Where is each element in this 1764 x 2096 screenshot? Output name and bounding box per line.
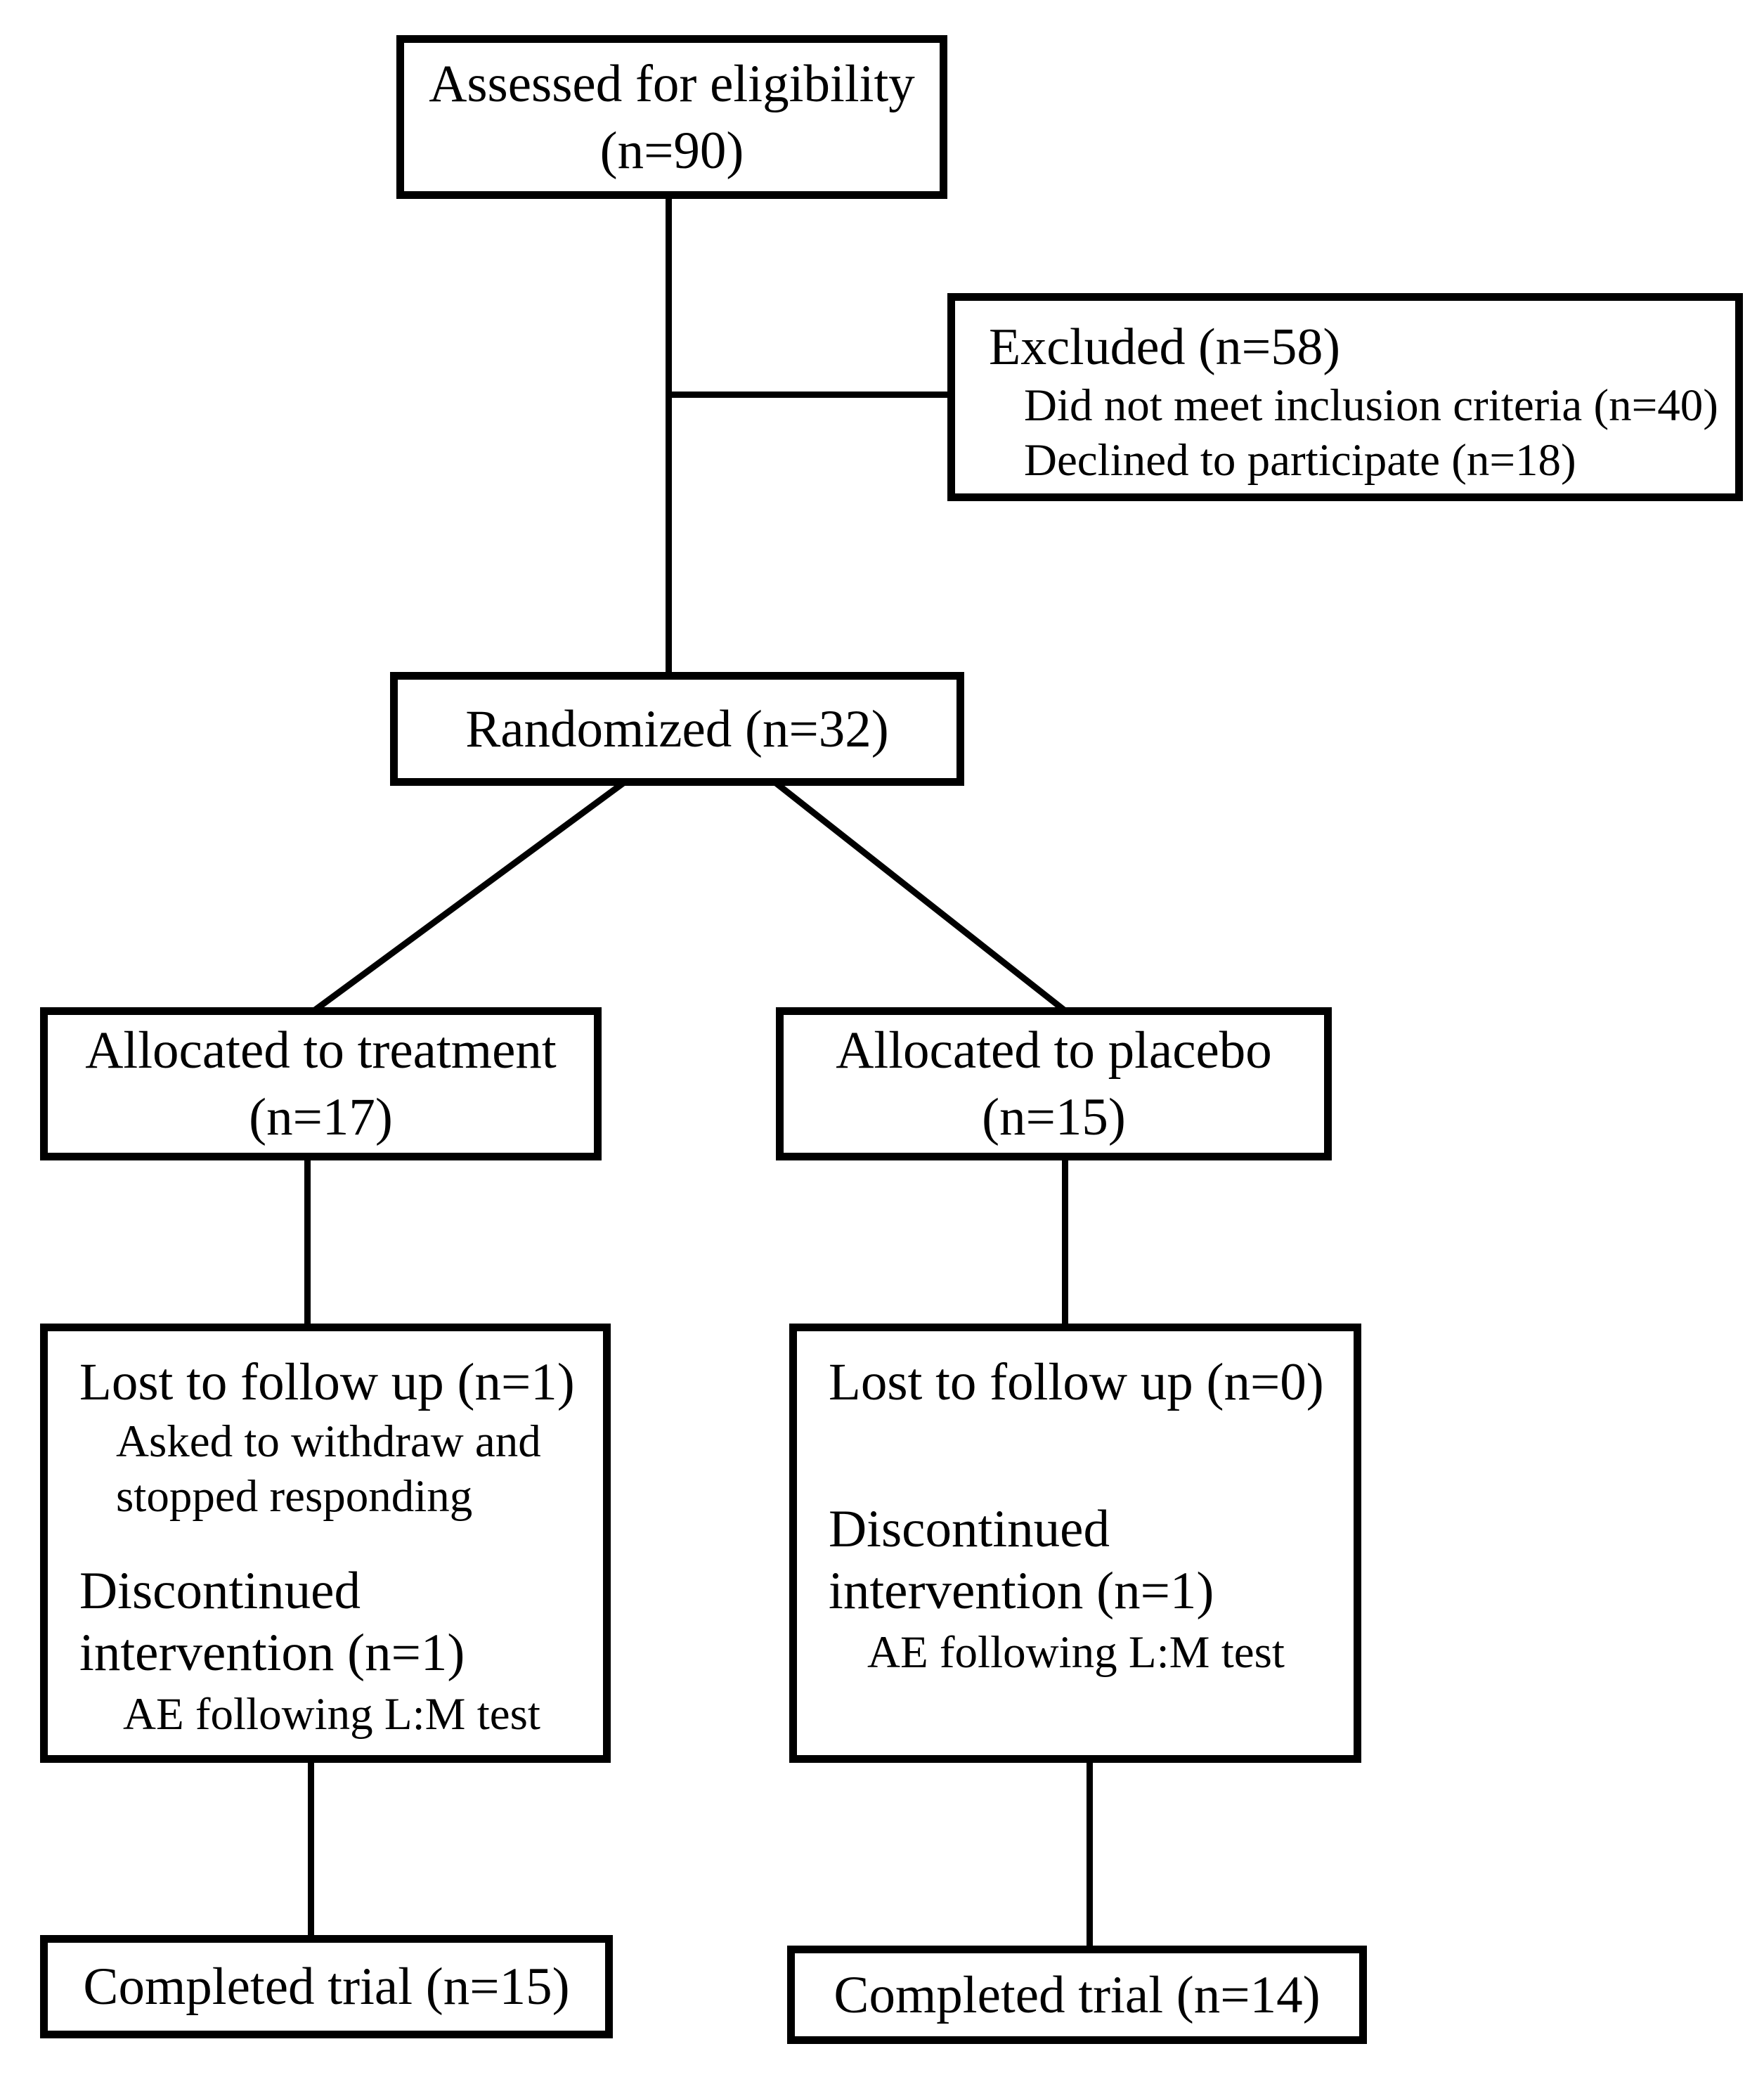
assessed-count: (n=90) bbox=[599, 121, 744, 180]
box-randomized: Randomized (n=32) bbox=[390, 672, 964, 786]
excluded-reason-1: Did not meet inclusion criteria (n=40) bbox=[1024, 380, 1718, 431]
assessed-title: Assessed for eligibility bbox=[429, 54, 915, 113]
connector-placebo-followup-to-completed bbox=[1087, 1757, 1093, 1951]
box-followup-treatment: Lost to follow up (n=1) Asked to withdra… bbox=[40, 1324, 611, 1763]
followup-treatment-lost-reason-1: Asked to withdraw and bbox=[116, 1416, 541, 1467]
connector-treatment-to-followup bbox=[304, 1156, 311, 1328]
allocated-placebo-count: (n=15) bbox=[982, 1088, 1126, 1146]
followup-treatment-disc-line2: intervention (n=1) bbox=[79, 1624, 465, 1682]
box-completed-placebo: Completed trial (n=14) bbox=[787, 1946, 1367, 2044]
diagonal-randomized-to-placebo bbox=[774, 780, 1069, 1015]
diagonal-randomized-to-treatment bbox=[310, 780, 625, 1015]
followup-placebo-disc-line1: Discontinued bbox=[829, 1500, 1110, 1558]
followup-treatment-disc-line1: Discontinued bbox=[79, 1562, 361, 1620]
box-followup-placebo: Lost to follow up (n=0) Discontinued int… bbox=[789, 1324, 1361, 1763]
connector-treatment-followup-to-completed bbox=[308, 1757, 314, 1940]
followup-placebo-lost-title: Lost to follow up (n=0) bbox=[829, 1353, 1324, 1411]
box-completed-treatment: Completed trial (n=15) bbox=[40, 1935, 613, 2038]
followup-treatment-lost-title: Lost to follow up (n=1) bbox=[79, 1353, 575, 1411]
box-excluded: Excluded (n=58) Did not meet inclusion c… bbox=[947, 293, 1743, 501]
randomized-title: Randomized (n=32) bbox=[465, 699, 889, 758]
allocated-placebo-title: Allocated to placebo bbox=[836, 1021, 1272, 1080]
connector-assessed-to-randomized bbox=[666, 197, 672, 675]
followup-placebo-disc-reason: AE following L:M test bbox=[867, 1627, 1285, 1678]
completed-treatment-label: Completed trial (n=15) bbox=[83, 1958, 570, 2016]
box-assessed-for-eligibility: Assessed for eligibility (n=90) bbox=[396, 35, 947, 199]
completed-placebo-label: Completed trial (n=14) bbox=[834, 1965, 1321, 2024]
excluded-title: Excluded (n=58) bbox=[989, 318, 1340, 376]
followup-placebo-disc-line2: intervention (n=1) bbox=[829, 1562, 1214, 1620]
followup-treatment-disc-reason: AE following L:M test bbox=[123, 1689, 540, 1740]
allocated-treatment-title: Allocated to treatment bbox=[85, 1021, 557, 1080]
box-allocated-treatment: Allocated to treatment (n=17) bbox=[40, 1007, 602, 1160]
followup-treatment-lost-reason-2: stopped responding bbox=[116, 1471, 473, 1522]
box-allocated-placebo: Allocated to placebo (n=15) bbox=[776, 1007, 1332, 1160]
connector-placebo-to-followup bbox=[1062, 1156, 1068, 1328]
connector-branch-to-excluded bbox=[666, 392, 947, 398]
excluded-reason-2: Declined to participate (n=18) bbox=[1024, 435, 1576, 486]
allocated-treatment-count: (n=17) bbox=[249, 1088, 393, 1146]
